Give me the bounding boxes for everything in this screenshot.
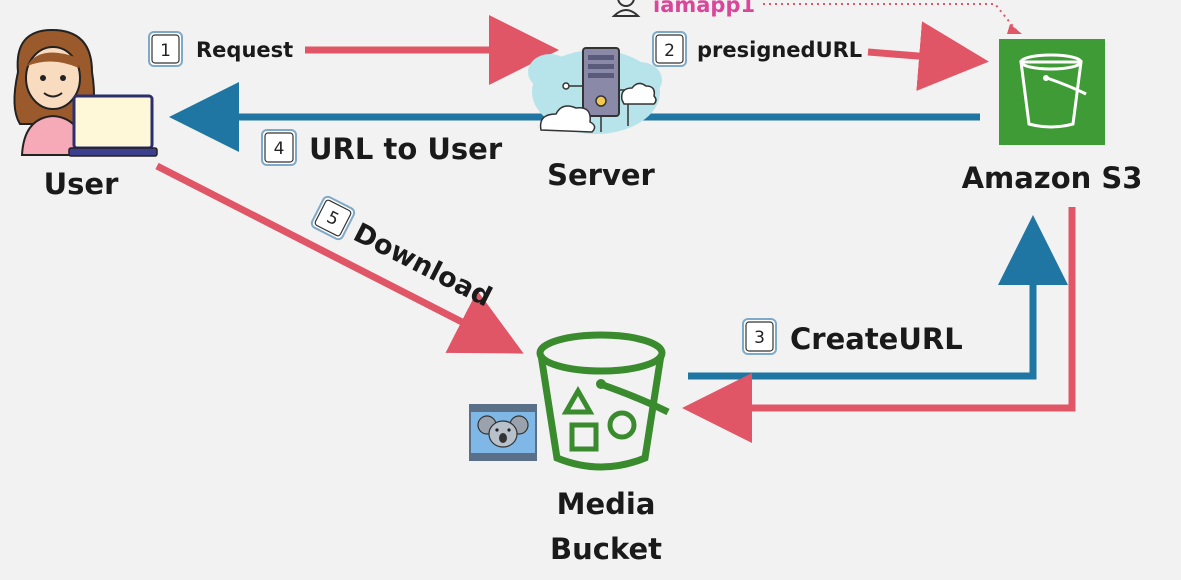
step-1-label: Request — [196, 38, 293, 62]
user-label: User — [44, 167, 119, 201]
step-4-badge: 4 — [261, 129, 297, 166]
step-1-badge: 1 — [148, 31, 183, 67]
step-3-label: CreateURL — [790, 322, 963, 356]
step-3-badge: 3 — [742, 318, 777, 355]
arrow-s3-to-bucket — [682, 207, 1076, 443]
koala-video-icon — [469, 404, 537, 461]
step-4-label: URL to User — [309, 132, 503, 166]
s3-label: Amazon S3 — [962, 161, 1143, 195]
media-bucket-icon — [536, 331, 670, 471]
step-3-number: 3 — [754, 328, 765, 348]
arrow-download — [155, 162, 524, 354]
step-5-badge: 5 — [310, 195, 356, 241]
step-2-label: presignedURL — [697, 38, 862, 62]
iam-dotted-arrowhead — [1007, 24, 1022, 34]
s3-bucket-icon — [999, 39, 1105, 145]
arrow-create-url — [688, 215, 1068, 380]
arrow-presigned-url — [867, 21, 989, 91]
server-label: Server — [547, 158, 655, 192]
server-cloud-icon — [528, 47, 662, 134]
bucket-label-line2: Bucket — [550, 532, 662, 566]
iam-user-icon — [611, 0, 641, 17]
step-1-number: 1 — [160, 41, 171, 61]
step-2-badge: 2 — [652, 31, 687, 67]
bucket-label-line1: Media — [557, 487, 656, 521]
person-with-laptop-icon — [13, 28, 158, 157]
iam-user-label: iamapp1 — [653, 0, 755, 17]
step-2-number: 2 — [664, 41, 675, 61]
iam-dotted-link — [763, 3, 1017, 31]
step-4-number: 4 — [274, 139, 285, 159]
